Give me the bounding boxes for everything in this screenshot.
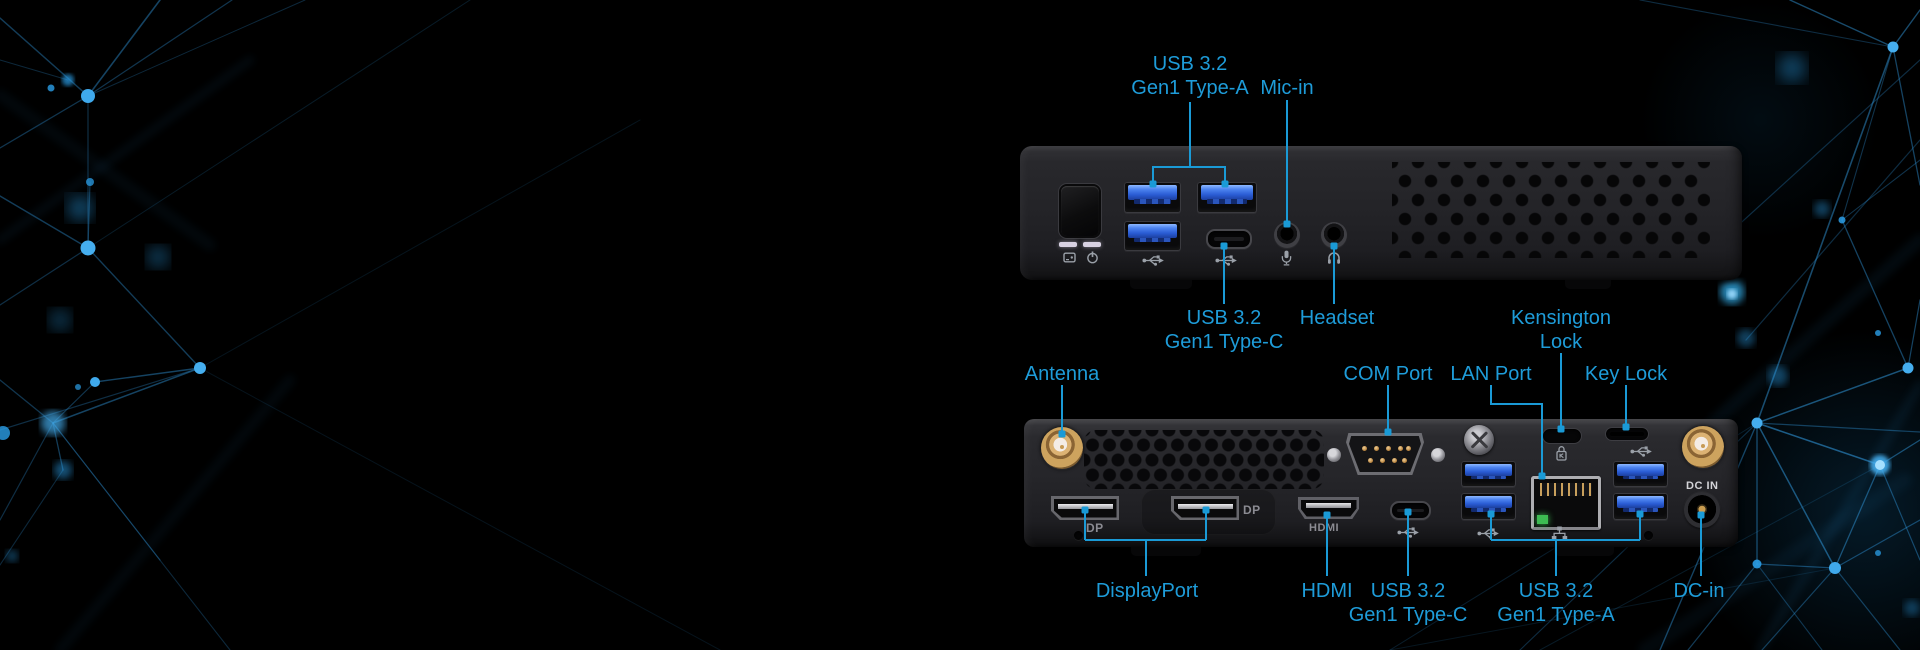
- dp-marking-left: DP: [1086, 521, 1104, 535]
- displayport-2: [1171, 496, 1239, 520]
- label-line: DisplayPort: [1095, 580, 1199, 602]
- key-lock-slot: [1605, 427, 1649, 441]
- plexus-left-dots: [0, 74, 206, 562]
- usb-trident-icon: [1396, 526, 1420, 539]
- hdmi-marking: HDMI: [1309, 522, 1340, 534]
- usb-trident-icon: [1141, 254, 1165, 267]
- drive-activity-led: [1059, 242, 1077, 247]
- power-led: [1083, 242, 1101, 247]
- callout-label-antenna: Antenna: [1025, 362, 1100, 386]
- label-line: COM Port: [1343, 363, 1433, 385]
- label-line: Gen1 Type-A: [1497, 604, 1615, 626]
- front-usb-a-port-2: [1197, 182, 1257, 213]
- label-line: DC-in: [1673, 580, 1725, 602]
- network-icon: [1551, 526, 1568, 541]
- callout-label-hdmi: HDMI: [1301, 579, 1352, 603]
- label-line: Lock: [1539, 331, 1583, 353]
- plexus-right-lines: [1389, 0, 1920, 650]
- plexus-left-lines: [0, 0, 721, 650]
- mic-in-jack: [1274, 222, 1300, 248]
- callout-label-com-port: COM Port: [1344, 362, 1433, 386]
- com-screw-left: [1327, 448, 1341, 462]
- displayport-1: [1051, 496, 1119, 520]
- front-usb-c-port: [1206, 229, 1252, 249]
- label-line: Kensington: [1510, 307, 1612, 329]
- label-line: Gen1 Type-A: [1131, 77, 1249, 99]
- hdmi-port: [1298, 497, 1359, 519]
- rear-usb-a-port-2: [1461, 493, 1516, 520]
- com-port-db9: [1346, 433, 1424, 475]
- rear-usb-a-port-4: [1613, 493, 1668, 520]
- dp-marking-right: DP: [1243, 503, 1261, 517]
- label-line: Gen1 Type-C: [1164, 331, 1284, 353]
- label-line: Gen1 Type-C: [1348, 604, 1468, 626]
- device-foot: [1554, 547, 1614, 556]
- kensington-lock-slot: [1542, 428, 1582, 444]
- screw-hole: [1074, 531, 1083, 540]
- screw-hole: [1644, 531, 1653, 540]
- headset-jack: [1321, 222, 1347, 248]
- kensington-lock-icon: [1555, 445, 1568, 461]
- headphone-icon: [1327, 251, 1341, 265]
- power-button: [1061, 186, 1099, 236]
- callout-label-rear-usb-c: USB 3.2 Gen1 Type-C: [1349, 579, 1468, 627]
- label-line: Key Lock: [1584, 363, 1668, 385]
- callout-label-mic-in: Mic-in: [1260, 76, 1313, 100]
- usb-trident-icon: [1214, 254, 1238, 267]
- label-line: LAN Port: [1450, 363, 1532, 385]
- usb-trident-icon: [1629, 445, 1653, 458]
- device-foot: [1130, 280, 1192, 289]
- dc-in-marking: DC IN: [1686, 480, 1719, 492]
- callout-label-headset: Headset: [1300, 306, 1375, 330]
- mini-pc-rear-panel: DP DP HDMI DC IN: [1024, 419, 1738, 556]
- antenna-connector-left: [1041, 427, 1083, 469]
- rear-vent-grille: [1084, 430, 1324, 489]
- rear-usb-c-port: [1390, 501, 1431, 520]
- microphone-icon: [1281, 250, 1292, 266]
- callout-label-key-lock: Key Lock: [1585, 362, 1667, 386]
- callout-label-dc-in: DC-in: [1673, 579, 1724, 603]
- lan-port-rj45: [1531, 476, 1601, 530]
- label-line: USB 3.2: [1370, 580, 1446, 602]
- mini-pc-front-panel: [1020, 146, 1742, 289]
- rear-usb-a-port-1: [1461, 461, 1516, 487]
- front-usb-a-port-3: [1124, 221, 1181, 251]
- usb-trident-icon: [1476, 527, 1500, 540]
- hdd-icon: [1063, 251, 1076, 264]
- label-line: USB 3.2: [1186, 307, 1262, 329]
- com-screw-right: [1431, 448, 1445, 462]
- label-line: Mic-in: [1260, 77, 1314, 99]
- device-foot: [1565, 280, 1611, 289]
- plexus-right-dots: [1720, 41, 1920, 616]
- label-line: USB 3.2: [1518, 580, 1594, 602]
- callout-label-front-usb-c: USB 3.2 Gen1 Type-C: [1165, 306, 1284, 354]
- device-foot: [1131, 547, 1201, 556]
- label-line: Headset: [1299, 307, 1375, 329]
- power-icon: [1086, 251, 1099, 264]
- label-line: Antenna: [1024, 363, 1100, 385]
- callout-label-front-usb-a: USB 3.2 Gen1 Type-A: [1131, 52, 1248, 100]
- thumbscrew: [1464, 425, 1494, 455]
- callout-label-kensington-lock: Kensington Lock: [1511, 306, 1611, 354]
- callout-label-lan-port: LAN Port: [1450, 362, 1531, 386]
- front-usb-a-port-1: [1124, 182, 1181, 213]
- callout-label-rear-usb-a: USB 3.2 Gen1 Type-A: [1497, 579, 1614, 627]
- callout-label-displayport: DisplayPort: [1096, 579, 1198, 603]
- front-vent-grille: [1392, 162, 1710, 258]
- rear-usb-a-port-3: [1613, 461, 1668, 487]
- dc-in-jack: [1684, 492, 1720, 528]
- label-line: USB 3.2: [1152, 53, 1228, 75]
- antenna-connector-right: [1682, 426, 1724, 468]
- label-line: HDMI: [1301, 580, 1353, 602]
